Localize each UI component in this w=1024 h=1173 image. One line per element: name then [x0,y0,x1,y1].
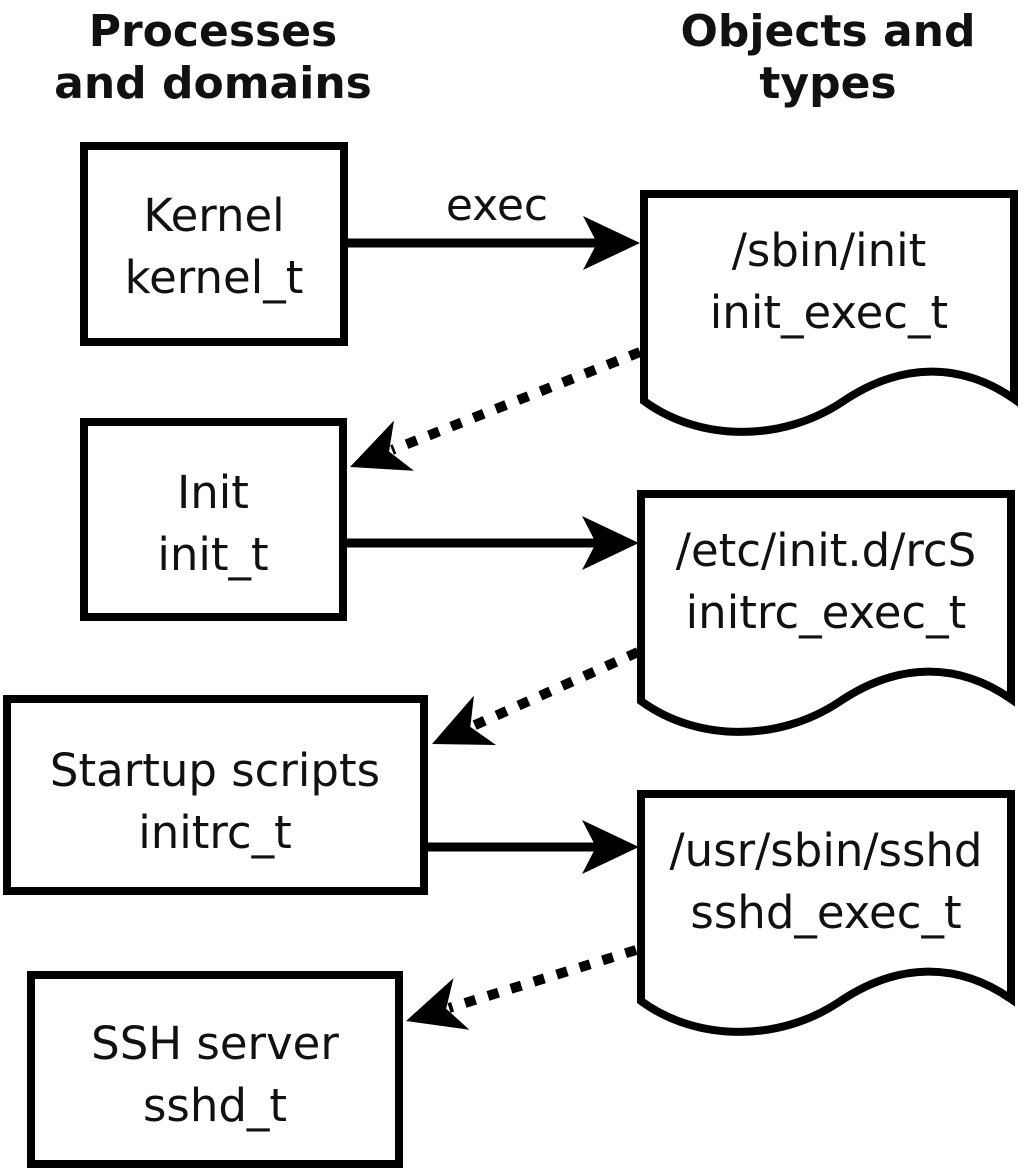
box-outline [3,695,428,895]
process-domain-type: initrc_t [138,806,292,859]
arrow-head-icon [583,216,640,270]
objects-header-line1: Objects and [681,6,976,57]
process-domain-type: kernel_t [125,251,304,304]
column-header-processes: Processes and domains [54,6,372,109]
object-type: init_exec_t [710,286,948,339]
dotted-line [470,647,641,731]
object-path: /etc/init.d/rcS [676,524,976,577]
object-doc-etc-initd-rcs: /etc/init.d/rcS initrc_exec_t [637,490,1015,736]
exec-arrow-label: exec [446,180,548,231]
process-domain-type: init_t [157,528,268,581]
box-outline [27,971,403,1168]
dotted-line [390,347,642,455]
arrow-init-exec-rcs [343,516,639,570]
dotted-line [447,945,638,1013]
box-outline [80,142,348,346]
process-name: SSH server [91,1017,339,1070]
arrow-head-icon [350,420,414,471]
object-path: /sbin/init [732,224,927,277]
object-path: /usr/sbin/sshd [670,824,983,877]
document-outline [637,490,1015,736]
process-name: Kernel [143,189,284,242]
process-name: Startup scripts [50,744,380,797]
transition-arrow-to-init [350,347,642,471]
process-box-ssh-server: SSH server sshd_t [27,971,403,1168]
object-doc-sbin-init: /sbin/init init_exec_t [640,190,1018,436]
arrow-head-icon [582,516,639,570]
arrow-head-icon [432,695,496,745]
document-outline [637,790,1015,1036]
arrow-initrc-exec-sshd [424,820,639,874]
processes-header-line1: Processes [89,6,338,57]
arrow-kernel-exec-sbin-init: exec [344,180,640,270]
arrow-head-icon [406,978,470,1030]
process-domain-type: sshd_t [143,1079,287,1132]
process-box-kernel: Kernel kernel_t [80,142,348,346]
arrow-head-icon [582,820,639,874]
process-box-startup-scripts: Startup scripts initrc_t [3,695,428,895]
process-name: Init [177,466,249,519]
object-type: initrc_exec_t [686,586,967,639]
box-outline [80,418,347,621]
transition-arrow-to-sshd [406,945,638,1030]
objects-header-line2: types [759,58,896,109]
column-header-objects: Objects and types [681,6,976,109]
transition-arrow-to-initrc [432,647,641,745]
document-outline [640,190,1018,436]
object-type: sshd_exec_t [690,886,961,939]
processes-header-line2: and domains [54,58,372,109]
process-box-init: Init init_t [80,418,347,621]
object-doc-usr-sbin-sshd: /usr/sbin/sshd sshd_exec_t [637,790,1015,1036]
